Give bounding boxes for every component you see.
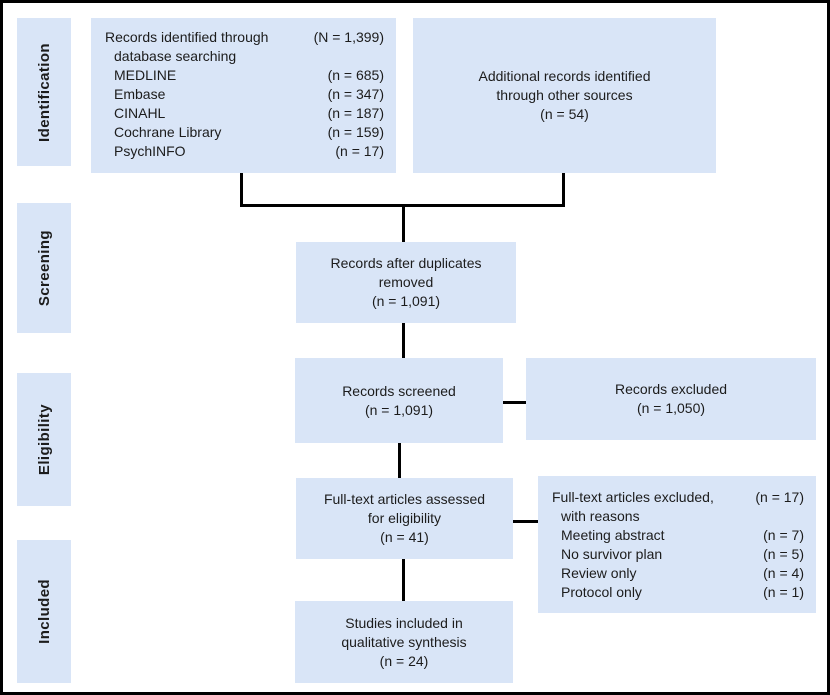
row-count: (N = 1,399) [313,29,384,45]
box-line: (n = 1,050) [636,400,706,416]
box-line: (n = 24) [379,652,429,669]
row-count: (n = 347) [327,86,384,102]
box-line: through other sources [496,87,633,103]
box-line: removed [378,274,434,290]
box-line: Records excluded [614,381,728,397]
row-label: Review only [561,565,637,581]
row-label: Records identified through [105,29,269,45]
records-identified-row: database searching [105,47,384,66]
box-line: for eligibility [367,510,442,526]
stage-identification: Identification [17,18,71,166]
connector-merge-horizontal [240,204,565,207]
box-additional-records: Additional records identified through ot… [413,18,716,173]
connector-screened-to-excluded [503,401,526,404]
connector-merge-to-duplicates [402,206,405,242]
box-line: Records screened [342,382,456,399]
stage-identification-label: Identification [35,42,53,142]
row-label: Embase [114,86,166,102]
connector-duplicates-to-screened [402,323,405,358]
box-records-screened: Records screened (n = 1,091) [295,358,503,443]
stage-screening-label: Screening [35,229,53,307]
row-count: (n = 187) [327,105,384,121]
box-line: (n = 54) [540,106,589,122]
connector-fulltext-to-included [402,559,405,601]
box-line: (n = 1,091) [371,293,441,309]
connector-additional-down [562,173,565,207]
row-count: (n = 17) [755,489,804,505]
box-line: (n = 41) [380,529,429,545]
box-line: Additional records identified [478,68,651,84]
row-label: Protocol only [561,584,642,600]
stage-included: Included [17,540,71,683]
box-line: qualitative synthesis [341,633,467,650]
row-count: (n = 17) [335,143,384,159]
row-label: PsychINFO [114,143,186,159]
row-label: Cochrane Library [114,124,222,140]
row-label: MEDLINE [114,67,177,83]
row-label: Full-text articles excluded, [552,489,714,505]
fulltext-excluded-row: Review only (n = 4) [552,564,804,583]
stage-screening: Screening [17,203,71,333]
fulltext-excluded-row: with reasons [552,507,804,526]
box-line: (n = 1,091) [364,401,434,418]
box-records-excluded: Records excluded (n = 1,050) [526,358,816,440]
stage-eligibility: Eligibility [17,373,71,506]
stage-included-label: Included [35,579,53,644]
fulltext-excluded-row: No survivor plan (n = 5) [552,545,804,564]
fulltext-excluded-row: Full-text articles excluded, (n = 17) [552,488,804,507]
connector-screened-to-fulltext [398,443,401,478]
records-identified-row: MEDLINE (n = 685) [105,66,384,85]
row-count: (n = 159) [327,124,384,140]
box-records-identified: Records identified through (N = 1,399) d… [91,18,396,173]
row-count: (n = 685) [327,67,384,83]
records-identified-row: Embase (n = 347) [105,85,384,104]
row-count: (n = 5) [763,546,804,562]
row-label: with reasons [561,508,640,524]
box-studies-included: Studies included in qualitative synthesi… [295,601,513,683]
box-line: Records after duplicates [330,255,482,271]
records-identified-row: PsychINFO (n = 17) [105,142,384,161]
row-label: CINAHL [114,105,166,121]
box-fulltext-excluded: Full-text articles excluded, (n = 17) wi… [538,476,816,613]
row-label: Meeting abstract [561,527,665,543]
box-duplicates-removed: Records after duplicates removed (n = 1,… [296,242,516,323]
row-label: No survivor plan [561,546,663,562]
row-label: database searching [114,48,237,64]
records-identified-row: CINAHL (n = 187) [105,104,384,123]
connector-fulltext-to-excluded [513,520,538,523]
box-line: Full-text articles assessed [323,491,486,507]
row-count: (n = 1) [763,584,804,600]
records-identified-row: Records identified through (N = 1,399) [105,28,384,47]
connector-identified-down [240,173,243,207]
fulltext-excluded-row: Meeting abstract (n = 7) [552,526,804,545]
box-fulltext-assessed: Full-text articles assessed for eligibil… [296,478,513,559]
box-line: Studies included in [345,614,463,631]
row-count: (n = 4) [763,565,804,581]
row-count: (n = 7) [763,527,804,543]
stage-eligibility-label: Eligibility [35,403,53,476]
fulltext-excluded-row: Protocol only (n = 1) [552,583,804,602]
records-identified-row: Cochrane Library (n = 159) [105,123,384,142]
